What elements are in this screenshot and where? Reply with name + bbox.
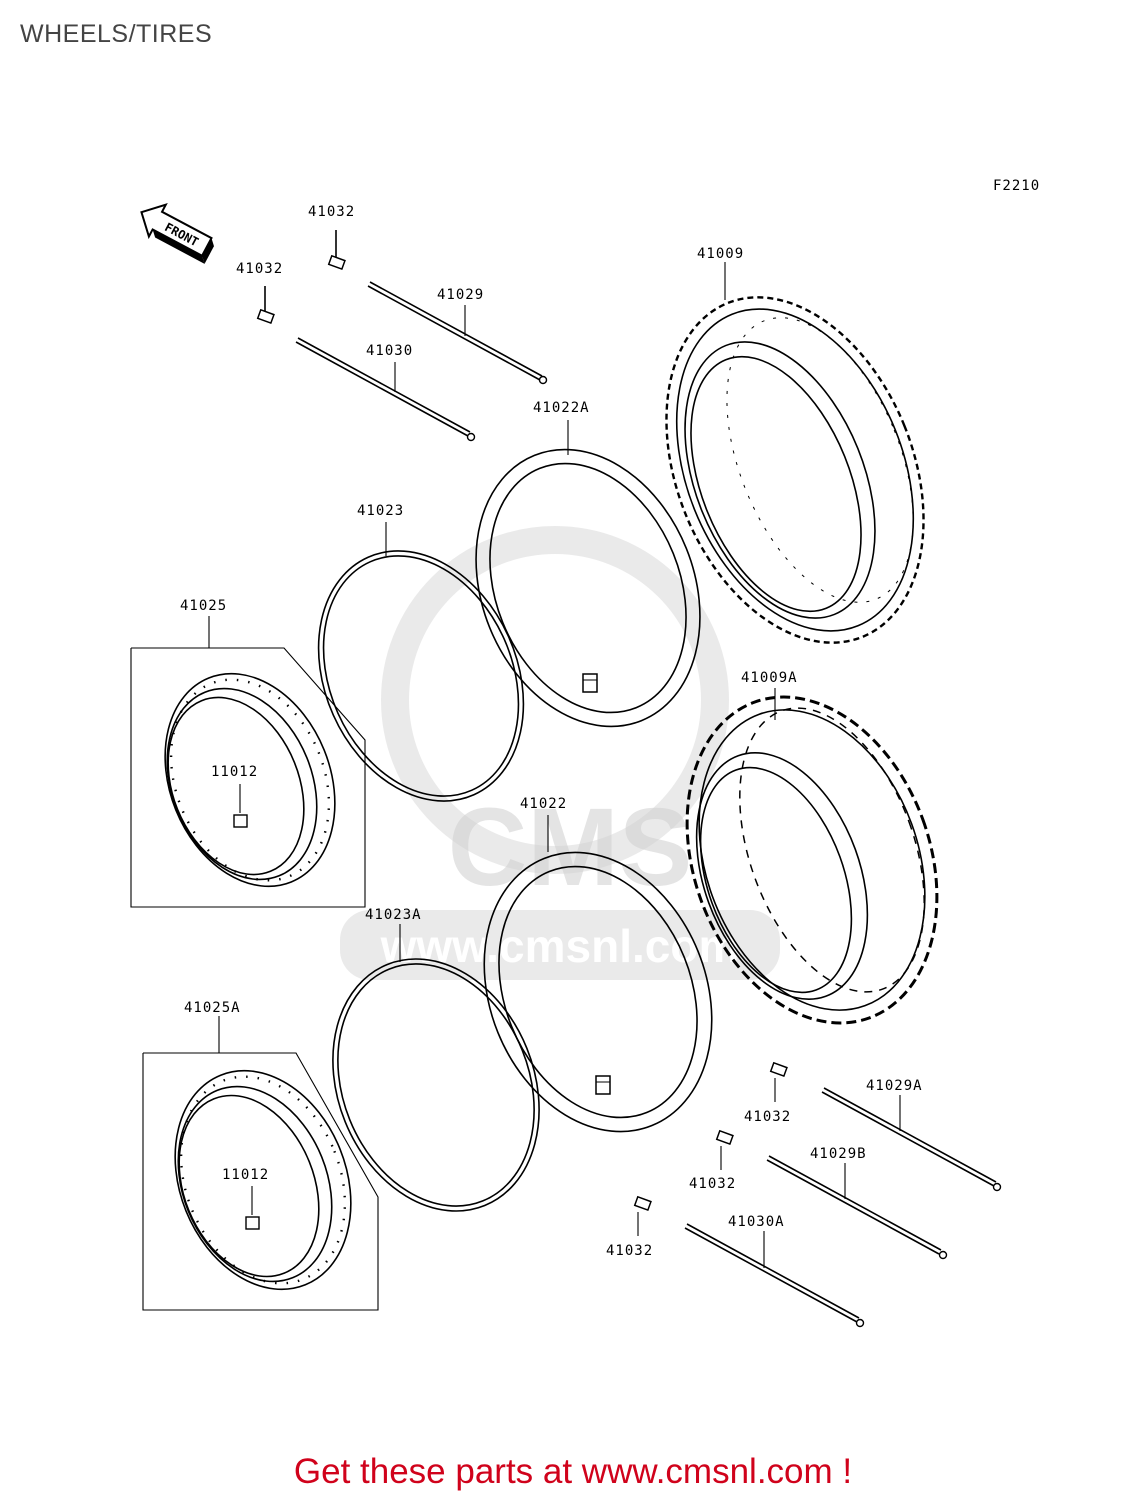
spoke-nipple-icon	[327, 230, 346, 271]
page-title: WHEELS/TIRES	[20, 20, 213, 48]
spoke-nipple-icon	[633, 1195, 652, 1236]
spoke-41029b	[766, 1155, 948, 1260]
spoke-nipple-icon	[769, 1061, 788, 1102]
callout-41023: 41023	[357, 503, 404, 519]
callout-11012-rear: 11012	[222, 1167, 269, 1183]
callout-41030a: 41030A	[728, 1214, 785, 1230]
spoke-41029	[367, 281, 548, 385]
figure-code: F2210	[993, 178, 1040, 194]
rear-inner-tube	[483, 851, 713, 1133]
spoke-41029a	[821, 1087, 1002, 1192]
front-tire	[665, 296, 925, 644]
front-rim-box	[130, 647, 366, 908]
callout-41025: 41025	[180, 598, 227, 614]
rear-tire	[685, 695, 939, 1025]
spoke-nipple-icon	[715, 1129, 734, 1170]
front-rim-band	[317, 550, 525, 802]
front-arrow-icon: FRONT	[140, 203, 214, 264]
front-inner-tube	[475, 448, 701, 728]
callout-41029b: 41029B	[810, 1146, 867, 1162]
footer-cta-link[interactable]: Get these parts at www.cmsnl.com !	[293, 1452, 853, 1491]
callout-41022: 41022	[520, 796, 567, 812]
rear-rim-band	[332, 958, 540, 1212]
watermark-url: www.cmsnl.com	[380, 920, 740, 972]
rear-rim-box	[142, 1052, 379, 1311]
spoke-41030	[295, 337, 476, 442]
callout-41025a: 41025A	[184, 1000, 241, 1016]
callout-41030: 41030	[366, 343, 413, 359]
callout-41032-rear-a: 41032	[744, 1109, 791, 1125]
callout-41032-rear-c: 41032	[606, 1243, 653, 1259]
callout-41022a: 41022A	[533, 400, 590, 416]
watermark-logo	[340, 526, 780, 980]
callout-41029: 41029	[437, 287, 484, 303]
callout-41032-a: 41032	[308, 204, 355, 220]
watermark-logo-text: CMS	[448, 786, 692, 909]
spoke-41030a	[684, 1223, 865, 1328]
callout-41009a: 41009A	[741, 670, 798, 686]
callout-41029a: 41029A	[866, 1078, 923, 1094]
callout-11012-front: 11012	[211, 764, 258, 780]
callout-41009: 41009	[697, 246, 744, 262]
spoke-nipple-icon	[256, 286, 275, 325]
callout-41032-rear-b: 41032	[689, 1176, 736, 1192]
callout-41023a: 41023A	[365, 907, 422, 923]
callout-41032-b: 41032	[236, 261, 283, 277]
